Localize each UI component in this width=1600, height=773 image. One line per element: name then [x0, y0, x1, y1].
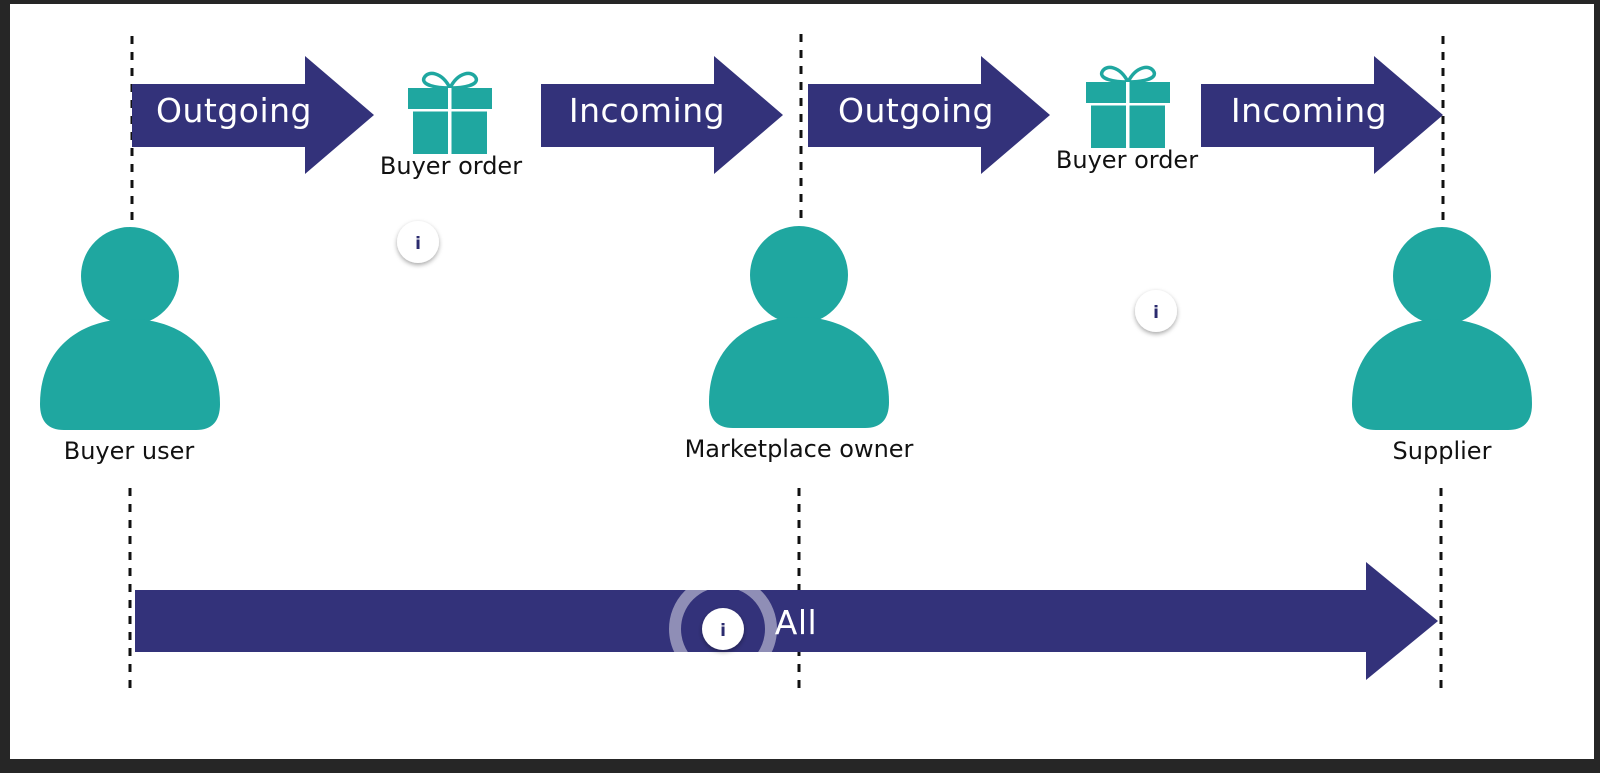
supplier-label: Supplier — [1393, 437, 1492, 465]
info-icon: i — [720, 621, 726, 641]
all-arrow: All — [135, 562, 1438, 680]
incoming-arrow-1: Incoming — [541, 56, 783, 174]
incoming-arrow-1-label: Incoming — [569, 91, 725, 130]
info-button-2[interactable]: i — [1135, 290, 1177, 332]
info-icon: i — [415, 234, 421, 254]
flow-diagram: Outgoing Incoming Outgoing Incoming Buye… — [40, 34, 1532, 690]
gift-icon — [1086, 65, 1170, 148]
incoming-arrow-2-label: Incoming — [1231, 91, 1387, 130]
outgoing-arrow-2-label: Outgoing — [838, 91, 994, 130]
buyer-order-label-2: Buyer order — [1056, 146, 1198, 174]
gift-icon — [408, 71, 492, 154]
info-button-3[interactable]: i — [669, 575, 777, 683]
marketplace-owner-label: Marketplace owner — [685, 435, 914, 463]
person-icon — [1352, 227, 1532, 430]
outgoing-arrow-1: Outgoing — [132, 56, 374, 174]
person-icon — [709, 226, 889, 428]
outgoing-arrow-1-label: Outgoing — [156, 91, 312, 130]
buyer-user-label: Buyer user — [64, 437, 195, 465]
all-arrow-label: All — [775, 603, 817, 642]
incoming-arrow-2: Incoming — [1201, 56, 1443, 174]
info-icon: i — [1153, 303, 1159, 323]
outgoing-arrow-2: Outgoing — [808, 56, 1050, 174]
info-button-1[interactable]: i — [397, 221, 439, 263]
person-icon — [40, 227, 220, 430]
buyer-order-label-1: Buyer order — [380, 152, 522, 180]
diagram-canvas: Outgoing Incoming Outgoing Incoming Buye… — [10, 4, 1594, 759]
